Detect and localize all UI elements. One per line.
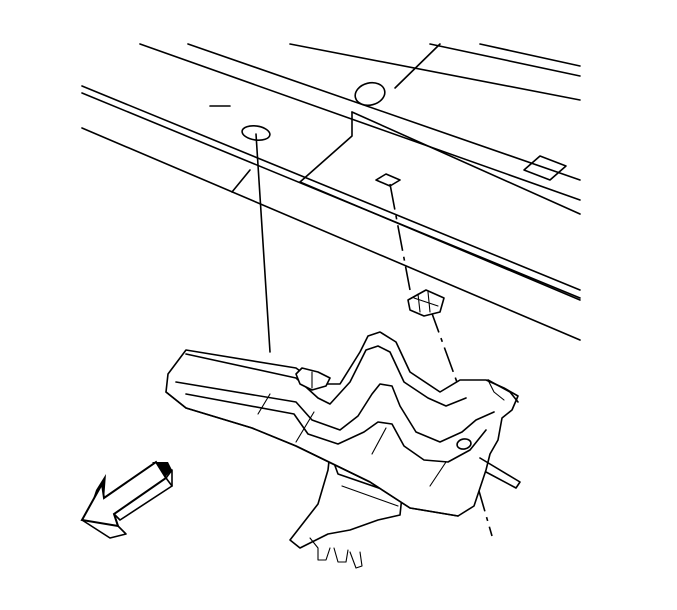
frame-clip-slot: [375, 173, 401, 187]
alignment-line-left: [255, 133, 271, 353]
frame-rail-edge-top: [139, 43, 581, 201]
alignment-line-clip-lower: [429, 307, 463, 397]
bracket-side-rod: [479, 457, 521, 489]
arrow-depth-tail: [165, 469, 173, 487]
bracket-channel-rear: [185, 345, 467, 407]
bracket-support-crease: [341, 485, 399, 507]
frame-oval-boss: [354, 81, 386, 107]
cross-member-a: [394, 43, 441, 89]
clip-rib-2: [417, 293, 421, 313]
bracket-front-lip: [165, 391, 459, 517]
arrow-face: [80, 460, 168, 528]
direction-arrow: [80, 460, 173, 539]
alignment-line-clip-upper: [389, 183, 411, 291]
clip-rib-3: [427, 291, 431, 313]
bracket-right-flange: [487, 379, 519, 403]
vehicle-frame-rail: [81, 43, 581, 341]
frame-rail-edge-far: [429, 43, 581, 77]
clip-rib-1: [413, 297, 439, 307]
bracket-channel-mid: [175, 381, 495, 443]
bracket-tab-slot-2: [333, 547, 349, 563]
bracket-tab-slot-1: [309, 537, 331, 561]
bracket-channel-front: [185, 393, 487, 463]
bracket-seam-2: [295, 411, 315, 443]
frame-rail-edge-far-2: [479, 43, 581, 67]
bracket-bolt-hole: [456, 438, 472, 450]
bracket-seam-1: [257, 393, 271, 415]
clip-body: [407, 289, 445, 317]
frame-rib-upper: [351, 111, 581, 215]
arrow-depth-shaft: [113, 477, 173, 521]
frame-rail-lower-3: [81, 127, 581, 341]
arrow-depth-head: [81, 519, 127, 539]
cross-member-b: [299, 111, 353, 183]
frame-rail-lower-1: [81, 85, 581, 291]
cross-member-c: [231, 169, 251, 193]
frame-rail-edge-rear: [289, 43, 581, 101]
frame-square-slot: [523, 155, 567, 181]
bracket-right-flange-inner: [487, 379, 505, 401]
mounting-bracket: [165, 331, 521, 569]
frame-rib-lower: [299, 181, 581, 301]
bracket-seam-4: [429, 461, 447, 487]
bracket-seam-3: [371, 427, 387, 455]
frame-rail-edge-upper: [187, 43, 581, 181]
bracket-locating-tab: [295, 367, 331, 391]
retaining-clip: [407, 289, 445, 317]
frame-mount-hole-left: [241, 124, 271, 142]
bracket-tab-slot-3: [349, 551, 363, 569]
